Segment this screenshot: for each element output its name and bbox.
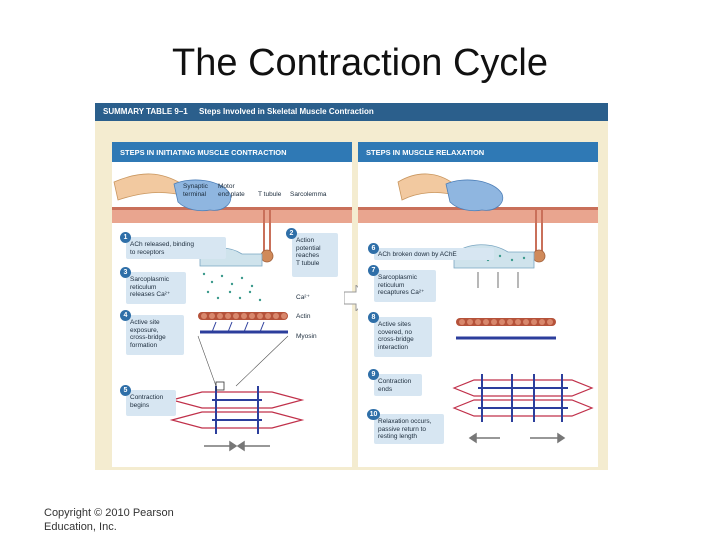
step-2-box: 2 Action potential reaches T tubule <box>286 228 338 277</box>
copyright-notice: Copyright © 2010 Pearson Education, Inc. <box>44 507 174 533</box>
label-sarcolemma: Sarcolemma <box>290 191 327 198</box>
step-10-text: Relaxation occurs, passive return to res… <box>378 418 432 440</box>
step-7-text: Sarcoplasmic reticulum recaptures Ca²⁺ <box>378 274 425 296</box>
label-t-tubule: T tubule <box>258 191 282 198</box>
step-3-number: 3 <box>120 267 131 278</box>
step-5-text: Contraction begins <box>130 394 164 409</box>
actin-filament <box>198 312 288 320</box>
step-5-box: 5 Contraction begins <box>120 385 176 416</box>
step-4-text: Active site exposure, cross-bridge forma… <box>130 319 166 349</box>
relaxation-panel-header: STEPS IN MUSCLE RELAXATION <box>358 142 598 162</box>
step-1-box: 1 ACh released, binding to receptors <box>120 232 226 259</box>
initiating-contraction-panel: STEPS IN INITIATING MUSCLE CONTRACTION <box>112 142 352 467</box>
step-6-number: 6 <box>368 243 379 254</box>
step-8-box: 8 Active sites covered, no cross-bridge … <box>368 312 432 357</box>
relaxation-illustration <box>358 173 598 444</box>
step-10-number: 10 <box>367 409 380 420</box>
label-myosin: Myosin <box>296 333 317 340</box>
step-8-number: 8 <box>368 312 379 323</box>
step-3-text: Sarcoplasmic reticulum releases Ca²⁺ <box>130 276 171 298</box>
step-7-box: 7 Sarcoplasmic reticulum recaptures Ca²⁺ <box>368 265 436 302</box>
label-calcium: Ca²⁺ <box>296 294 310 301</box>
summary-table-id: SUMMARY TABLE 9–1 <box>103 107 188 116</box>
synaptic-terminal-relaxed <box>445 179 504 212</box>
relaxation-panel-title: STEPS IN MUSCLE RELAXATION <box>366 148 485 157</box>
initiating-panel-title: STEPS IN INITIATING MUSCLE CONTRACTION <box>120 148 287 157</box>
step-8-text: Active sites covered, no cross-bridge in… <box>378 321 414 351</box>
step-9-text: Contraction ends <box>378 378 412 393</box>
step-1-text: ACh released, binding to receptors <box>130 241 194 256</box>
summary-table-header: SUMMARY TABLE 9–1 Steps Involved in Skel… <box>95 103 608 121</box>
calcium-recapture-arrows <box>477 272 519 288</box>
step-6-box: 6 ACh broken down by AChE <box>368 243 494 260</box>
muscle-fiber-relaxed <box>358 207 598 223</box>
relaxation-arrows <box>468 432 566 444</box>
summary-table-title: Steps Involved in Skeletal Muscle Contra… <box>199 107 374 116</box>
calcium-ions <box>202 272 262 302</box>
initiating-illustration <box>112 173 352 452</box>
step-5-number: 5 <box>120 385 131 396</box>
step-2-number: 2 <box>286 228 297 239</box>
step-4-box: 4 Active site exposure, cross-bridge for… <box>120 310 184 355</box>
t-tubule <box>263 207 271 252</box>
sarcomere-relaxed <box>452 374 594 422</box>
label-motor-end-plate: Motor end plate <box>218 183 245 198</box>
contraction-arrows <box>204 440 270 452</box>
muscle-fiber <box>112 207 352 223</box>
contraction-cycle-figure: SUMMARY TABLE 9–1 Steps Involved in Skel… <box>95 103 608 470</box>
step-9-number: 9 <box>368 369 379 380</box>
step-1-number: 1 <box>120 232 131 243</box>
step-7-number: 7 <box>368 265 379 276</box>
step-2-text: Action potential reaches T tubule <box>296 237 321 267</box>
actin-filament-relaxed <box>456 318 556 326</box>
step-4-number: 4 <box>120 310 131 321</box>
step-9-box: 9 Contraction ends <box>368 369 422 396</box>
slide-title: The Contraction Cycle <box>172 42 548 84</box>
step-10-box: 10 Relaxation occurs, passive return to … <box>367 409 444 444</box>
muscle-relaxation-panel: STEPS IN MUSCLE RELAXATION <box>358 142 598 467</box>
label-synaptic-terminal: Synaptic terminal <box>183 183 208 198</box>
label-actin: Actin <box>296 313 311 320</box>
initiating-panel-header: STEPS IN INITIATING MUSCLE CONTRACTION <box>112 142 352 162</box>
step-6-text: ACh broken down by AChE <box>378 251 457 258</box>
step-3-box: 3 Sarcoplasmic reticulum releases Ca²⁺ <box>120 267 186 304</box>
synaptic-terminal <box>173 179 232 212</box>
sarcomere <box>169 381 305 434</box>
